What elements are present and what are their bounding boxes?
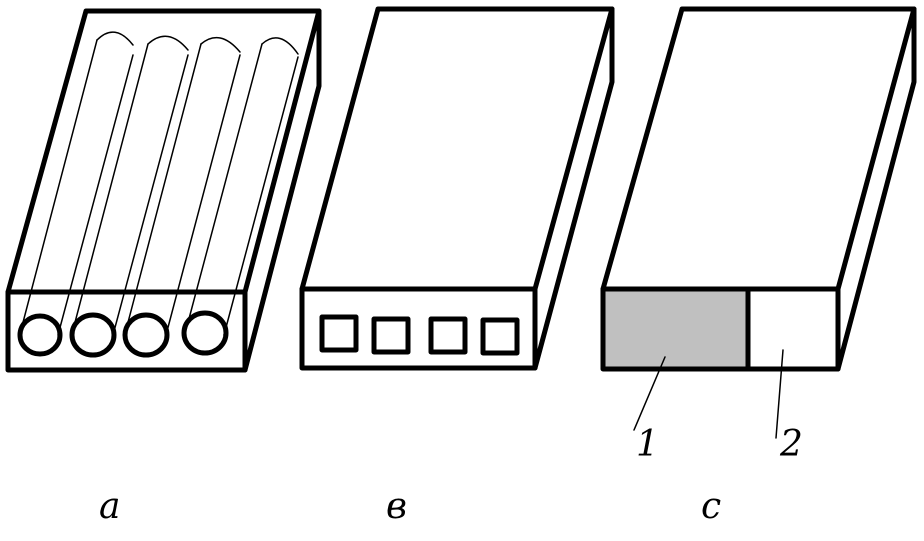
square-void-1	[319, 314, 359, 353]
round-void-3	[122, 312, 170, 358]
square-void-2	[371, 316, 411, 355]
panel-c-caption: c	[701, 486, 721, 527]
panel-c-front-face	[600, 286, 841, 372]
callout-2: 2	[779, 424, 803, 465]
channel-3	[125, 36, 241, 336]
channel-4	[185, 37, 299, 336]
channel-1	[20, 31, 134, 336]
panel-b-square-voids	[319, 314, 520, 356]
panel-c-top-face	[600, 6, 917, 292]
panel-b-side-face	[532, 6, 615, 371]
panel-a-side-face	[242, 8, 322, 373]
panel-a-caption: a	[99, 486, 120, 527]
panel-a-front-face	[5, 289, 248, 373]
panel-c-composite-slab: 1 2	[600, 6, 917, 465]
leader-line-1	[633, 356, 666, 431]
panel-b-caption: в	[386, 486, 407, 527]
round-void-2	[69, 312, 117, 358]
round-void-4	[181, 310, 229, 356]
panel-a-slab-round-voids	[5, 8, 322, 373]
panel-b-front-face	[299, 286, 538, 371]
panel-a-channels	[20, 31, 299, 336]
channel-2	[72, 35, 189, 336]
round-void-1	[17, 313, 63, 357]
panel-a-round-voids	[17, 310, 229, 358]
panel-b-slab-square-voids	[299, 6, 615, 371]
panel-c-part-1-fill	[605, 291, 747, 368]
leader-line-2	[775, 349, 784, 439]
callout-1: 1	[636, 424, 659, 465]
panel-c-side-face	[835, 6, 917, 372]
square-void-4	[480, 317, 520, 356]
square-void-3	[428, 316, 468, 355]
